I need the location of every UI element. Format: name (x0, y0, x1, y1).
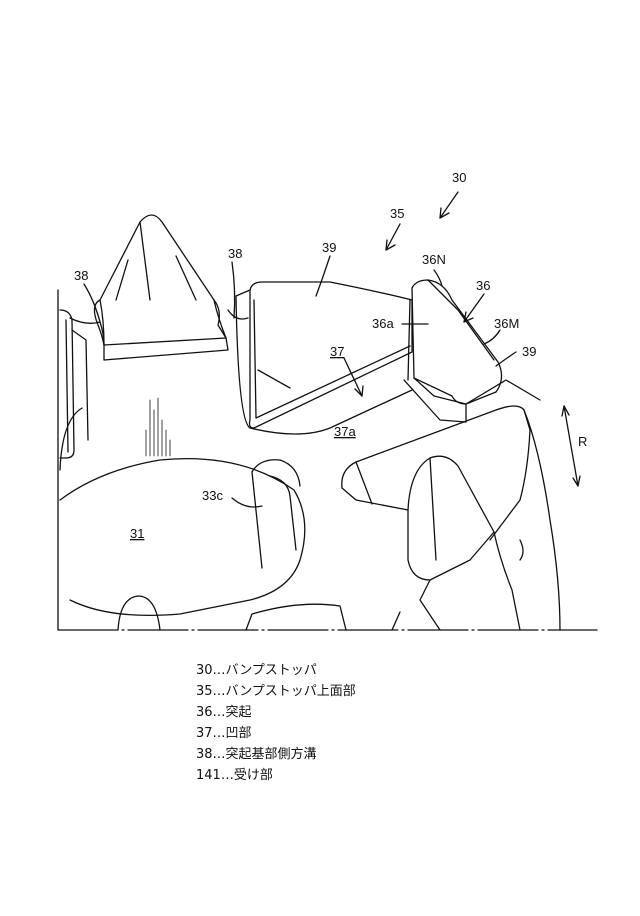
label-36: 36 (476, 278, 490, 293)
arrow-36 (463, 293, 485, 323)
left-side-wall (59, 309, 89, 471)
leader-39-right (495, 351, 517, 367)
label-36M: 36M (494, 316, 519, 331)
label-37a: 37a (334, 424, 356, 439)
leader-38-mid (231, 261, 236, 319)
legend-item-38: 38…突起基部側方溝 (196, 747, 317, 762)
label-39-right: 39 (522, 344, 536, 359)
recess-pad (235, 281, 413, 435)
label-31: 31 (130, 526, 144, 541)
arrow-30 (439, 191, 459, 219)
hatching (145, 397, 171, 457)
arrow-37 (343, 357, 364, 397)
label-30: 30 (452, 170, 466, 185)
label-36a: 36a (372, 316, 394, 331)
legend-item-36: 36…突起 (196, 705, 252, 720)
right-protrusion (341, 405, 561, 631)
label-R: R (578, 434, 587, 449)
label-38-mid: 38 (228, 246, 242, 261)
groove-38-mid (227, 309, 249, 320)
legend-item-141: 141…受け部 (196, 768, 273, 783)
left-projection (93, 214, 229, 361)
leader-36N (433, 269, 443, 287)
legend-item-30: 30…バンプストッパ (196, 663, 317, 678)
legend-item-35: 35…バンプストッパ上面部 (196, 684, 356, 699)
label-39-top: 39 (322, 240, 336, 255)
label-33c: 33c (202, 488, 223, 503)
label-37: 37 (330, 344, 344, 359)
arrow-35 (385, 223, 401, 251)
leader-39-top (315, 255, 331, 297)
legend: 30…バンプストッパ 35…バンプストッパ上面部 36…突起 37…凹部 38…… (196, 660, 356, 786)
leader-36M (483, 329, 501, 345)
round-pad (59, 457, 401, 631)
projection-36 (403, 279, 541, 423)
arrow-R (561, 405, 581, 487)
label-38-left: 38 (74, 268, 88, 283)
leader-33c (231, 497, 263, 508)
label-36N: 36N (422, 252, 446, 267)
legend-item-37: 37…凹部 (196, 726, 252, 741)
label-35: 35 (390, 206, 404, 221)
leader-38-left (83, 283, 101, 323)
